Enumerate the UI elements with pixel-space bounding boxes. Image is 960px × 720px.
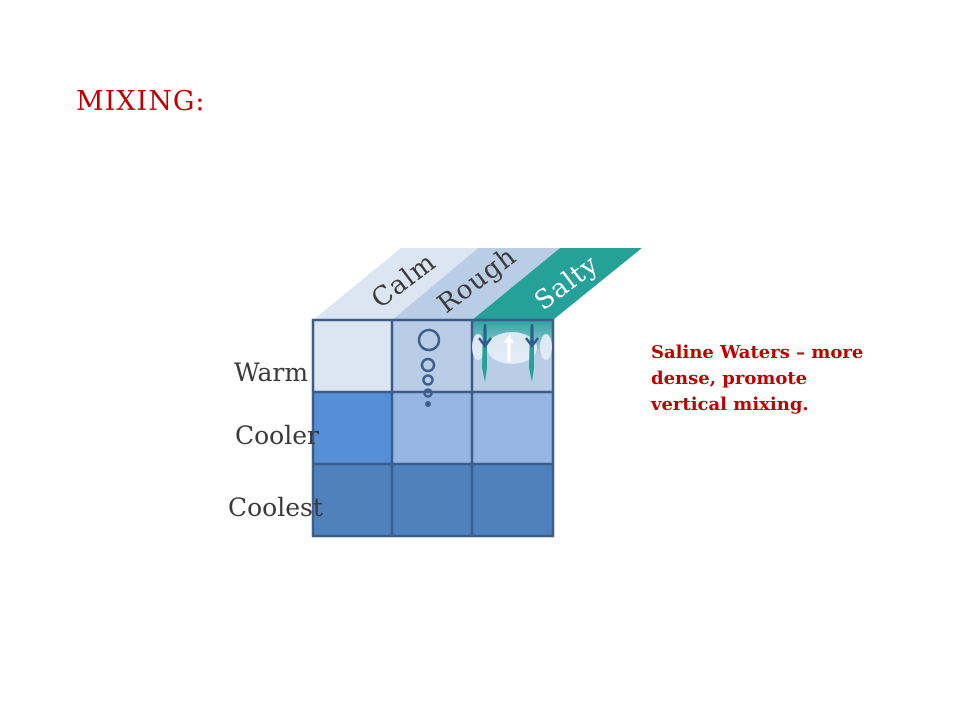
grid-border (311, 318, 555, 538)
rising-arrow-icon (503, 333, 515, 362)
mixing-arrows (472, 324, 552, 382)
cell-cooler-calm (313, 392, 392, 464)
bubbles-icon (417, 328, 441, 407)
slide-title: MIXING: (76, 86, 206, 117)
top-face-rough (392, 248, 560, 320)
top-face-calm (313, 248, 478, 320)
upwelling-shape (487, 332, 537, 364)
row-label-cooler: Cooler (235, 421, 319, 450)
cell-cooler-rough (392, 392, 472, 464)
sinking-arrow-icon (525, 324, 539, 349)
row-label-coolest: Coolest (228, 493, 323, 522)
sinking-arrow-icon (478, 324, 492, 349)
cell-coolest-rough (392, 464, 472, 536)
cell-warm-calm (313, 320, 392, 392)
top-face-salty (472, 248, 642, 320)
cell-cooler-salty (472, 392, 553, 464)
cell-coolest-calm (313, 464, 392, 536)
row-label-warm: Warm (234, 358, 308, 387)
saline-note: Saline Waters – more dense, promote vert… (651, 342, 864, 415)
cell-coolest-salty (472, 464, 553, 536)
